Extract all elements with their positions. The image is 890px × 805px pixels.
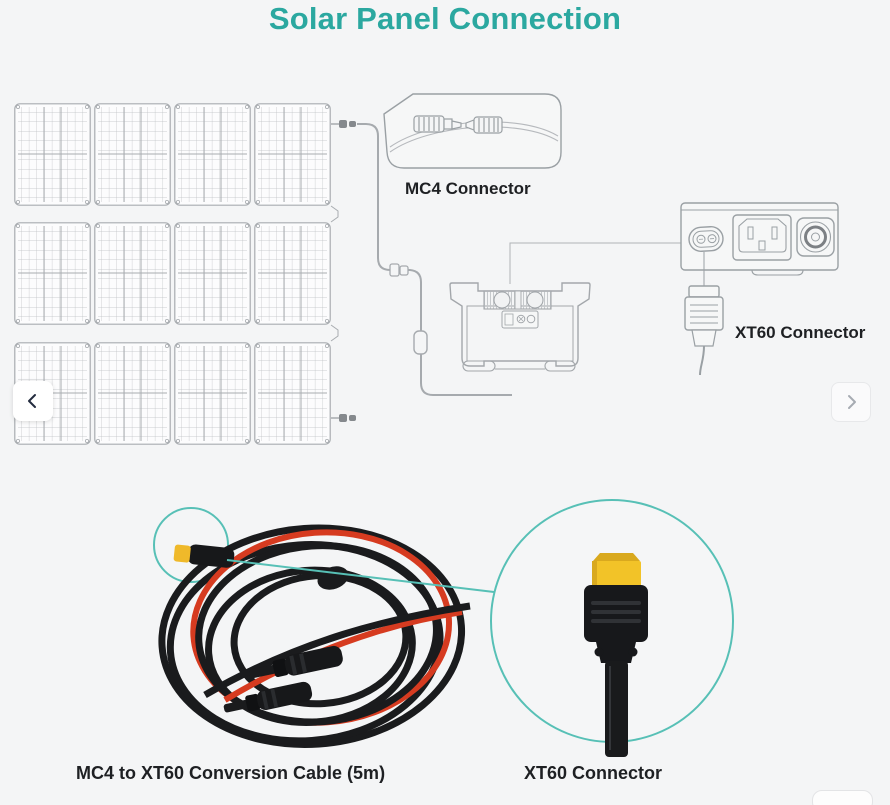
zoom-leader-line (226, 559, 495, 593)
zoom-source-circle (153, 507, 229, 583)
inline-fuse (413, 330, 428, 355)
solar-cable-route (357, 123, 512, 396)
xt60-leader-line (509, 242, 692, 284)
panel-output-connector-top (331, 120, 356, 128)
input-ports-drawing (680, 202, 839, 276)
mc4-callout-bubble (383, 93, 562, 169)
ac-inlet-port (732, 214, 792, 261)
connector-caption: XT60 Connector (524, 763, 663, 783)
carousel-next-button[interactable] (831, 382, 871, 422)
mc4-callout-label: MC4 Connector (405, 179, 531, 198)
vent-grille (483, 290, 552, 310)
carousel-prev-button[interactable] (13, 381, 53, 421)
panel-fold-hinges (330, 205, 339, 342)
xt60-callout-label: XT60 Connector (735, 323, 866, 342)
inline-mc4-coupling (389, 263, 409, 277)
cable-caption: MC4 to XT60 Conversion Cable (5m) (76, 763, 386, 783)
xt60-end-photo (173, 544, 235, 568)
xt60-connector-closeup (490, 499, 734, 757)
panel-output-connector-bottom (331, 414, 356, 422)
solar-panel-array (15, 104, 356, 444)
dc-round-port (796, 217, 835, 257)
corner-partial-button[interactable] (812, 790, 873, 805)
chevron-right-icon (848, 395, 856, 409)
chevron-left-icon (28, 394, 36, 408)
xt60-input-port (688, 226, 724, 252)
input-port-plate (501, 310, 539, 329)
mc4-connector-pair-drawing (413, 115, 503, 134)
conversion-cable-photo (153, 499, 734, 757)
mc4-connectors-photo (223, 645, 343, 713)
xt60-plug-drawing (684, 252, 724, 376)
slide-title: Solar Panel Connection (268, 1, 622, 36)
power-station-drawing (449, 282, 591, 372)
